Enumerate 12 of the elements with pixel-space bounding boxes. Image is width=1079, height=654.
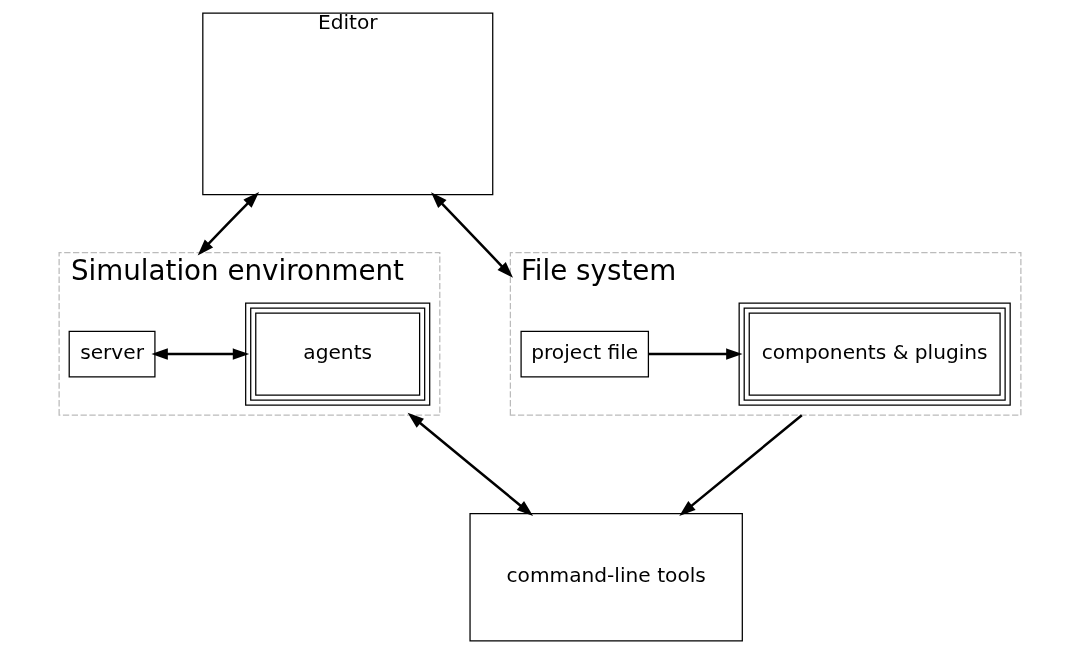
node-box: Editor xyxy=(201,12,493,196)
arrow xyxy=(197,192,259,256)
node-box: agents xyxy=(244,302,430,406)
arrow xyxy=(407,412,533,516)
node-box: command-line tools xyxy=(468,512,743,642)
arrow xyxy=(648,348,743,360)
node-box: components & plugins xyxy=(738,302,1011,406)
node-box: server xyxy=(68,330,156,378)
node-box: project file xyxy=(519,330,649,378)
arrow xyxy=(430,192,513,278)
arrow xyxy=(678,414,803,516)
arrow xyxy=(150,348,249,360)
